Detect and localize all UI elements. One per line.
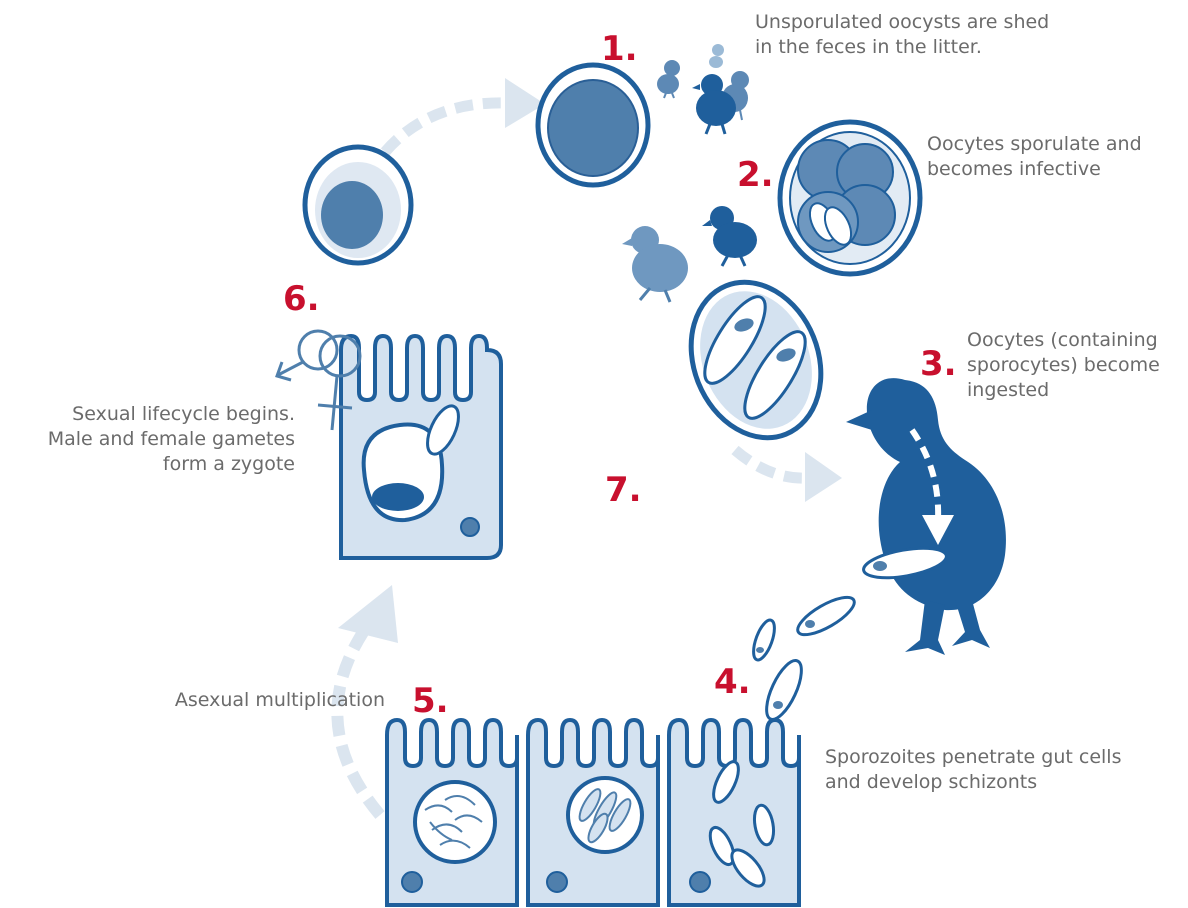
step-2-caption: Oocytes sporulate and becomes infective [927,132,1142,182]
step-1-caption: Unsporulated oocysts are shed in the fec… [755,10,1049,60]
step-6-caption: Sexual lifecycle begins. Male and female… [0,402,295,477]
step-3-caption: Oocytes (containing sporocytes) become i… [967,328,1160,403]
gut-cell-zygote [341,336,501,558]
step-number-7: 7. [605,473,642,507]
cycle-arrow-6-to-1 [385,78,545,152]
oocyst-stage6 [305,147,411,263]
step-number-1: 1. [601,32,638,66]
chick-icon [709,44,724,68]
gut-cell-schizont-1 [387,720,517,905]
sporozoites [749,543,948,724]
step-5-caption: Asexual multiplication [100,688,385,713]
sporulated-oocyst [780,122,920,274]
step-4-caption: Sporozoites penetrate gut cells and deve… [825,745,1121,795]
gut-cell-schizont-2 [528,720,658,905]
step-number-6: 6. [283,282,320,316]
sporozoite [749,618,778,663]
step-number-2: 2. [737,158,774,192]
step-number-3: 3. [920,347,957,381]
chicken-icon [846,378,1006,655]
chick-icon [622,226,688,302]
sporocyst-oocyst [669,263,844,458]
step-number-4: 4. [714,665,751,699]
cycle-arrow-2-to-3 [735,450,842,502]
chicken-icon [692,74,736,134]
step-number-5: 5. [412,684,449,718]
sporozoite [760,656,809,724]
sporozoite [793,590,859,641]
chicks-icon [657,44,749,134]
unsporulated-oocyst [538,65,648,185]
chick-icon [657,60,680,98]
gut-cell-sporozoite-entry [669,720,799,905]
chick-icon [702,206,757,266]
